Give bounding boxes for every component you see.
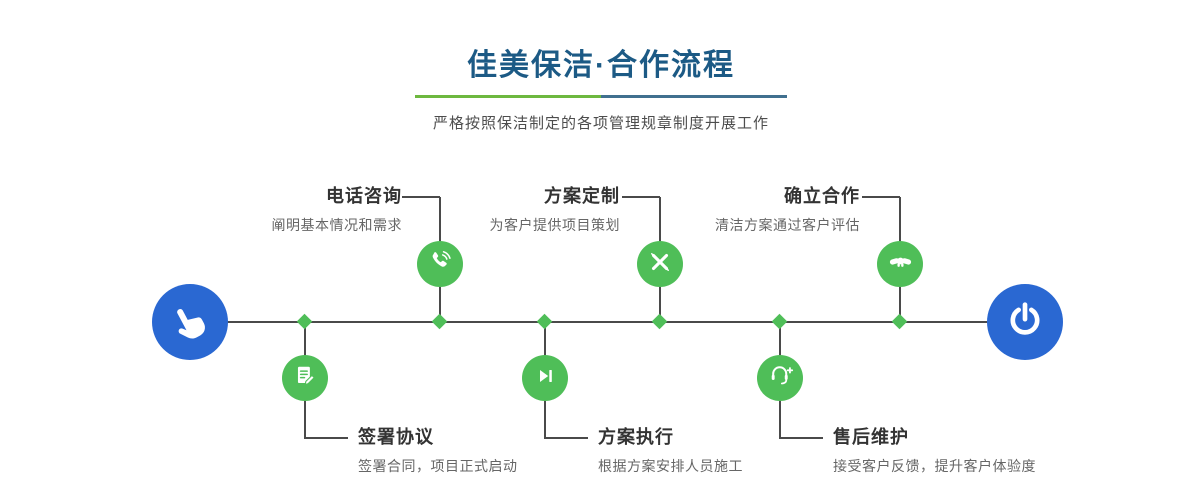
connector-line [779, 401, 781, 439]
pointing-hand-icon [163, 295, 217, 349]
step-block-establish-coop: 确立合作 清洁方案通过客户评估 [600, 186, 860, 235]
step-title: 方案定制 [544, 186, 620, 206]
connector-line [779, 323, 781, 355]
step-block-sign-agreement: 签署协议 签署合同，项目正式启动 [358, 427, 638, 476]
step-desc: 阐明基本情况和需求 [271, 217, 402, 233]
connector-line [304, 401, 306, 439]
step-node-aftersales [757, 355, 803, 401]
divider-blue-segment [601, 95, 787, 98]
connector-line [862, 196, 900, 198]
step-node-execute [522, 355, 568, 401]
timeline-node-diamond [431, 313, 448, 330]
connector-line [622, 196, 660, 198]
connector-line [779, 437, 823, 439]
headset-icon [767, 362, 794, 394]
timeline-axis [190, 321, 1026, 323]
step-desc: 清洁方案通过客户评估 [715, 217, 860, 233]
timeline-start-node [152, 284, 228, 360]
step-block-plan-execution: 方案执行 根据方案安排人员施工 [598, 427, 878, 476]
connector-line [544, 437, 588, 439]
step-desc: 为客户提供项目策划 [489, 217, 620, 233]
step-desc: 签署合同，项目正式启动 [358, 458, 518, 474]
timeline-node-diamond [296, 313, 313, 330]
connector-line [659, 287, 661, 322]
design-icon [647, 249, 673, 280]
connector-line [304, 323, 306, 355]
page-title: 佳美保洁·合作流程 [467, 49, 735, 82]
connector-line [899, 287, 901, 322]
connector-line [402, 196, 440, 198]
timeline-node-diamond [536, 313, 553, 330]
connector-line [439, 287, 441, 322]
divider-green-segment [415, 95, 601, 98]
step-desc: 接受客户反馈，提升客户体验度 [833, 458, 1036, 474]
page-subtitle: 严格按照保洁制定的各项管理规章制度开展工作 [432, 115, 769, 132]
step-title: 售后维护 [833, 427, 909, 447]
connector-line [659, 197, 661, 241]
step-block-after-sales: 售后维护 接受客户反馈，提升客户体验度 [833, 427, 1113, 476]
connector-line [439, 197, 441, 241]
timeline-node-diamond [891, 313, 908, 330]
step-title: 方案执行 [598, 427, 674, 447]
step-node-design [637, 241, 683, 287]
step-title: 确立合作 [784, 186, 860, 206]
step-block-phone-consult: 电话咨询 阐明基本情况和需求 [142, 186, 402, 235]
step-node-contract [282, 355, 328, 401]
play-icon [533, 364, 557, 393]
title-divider [415, 95, 787, 98]
step-node-phone [417, 241, 463, 287]
phone-icon [427, 249, 453, 280]
connector-line [544, 323, 546, 355]
connector-line [304, 437, 348, 439]
step-node-handshake [877, 241, 923, 287]
timeline-node-diamond [651, 313, 668, 330]
power-icon [1005, 300, 1045, 345]
timeline-node-diamond [771, 313, 788, 330]
connector-line [544, 401, 546, 439]
step-title: 电话咨询 [326, 186, 402, 206]
step-block-plan-custom: 方案定制 为客户提供项目策划 [360, 186, 620, 235]
contract-icon [292, 363, 318, 394]
step-desc: 根据方案安排人员施工 [598, 458, 743, 474]
timeline-end-node [987, 284, 1063, 360]
step-title: 签署协议 [358, 427, 434, 447]
handshake-icon [887, 248, 914, 280]
connector-line [899, 197, 901, 241]
